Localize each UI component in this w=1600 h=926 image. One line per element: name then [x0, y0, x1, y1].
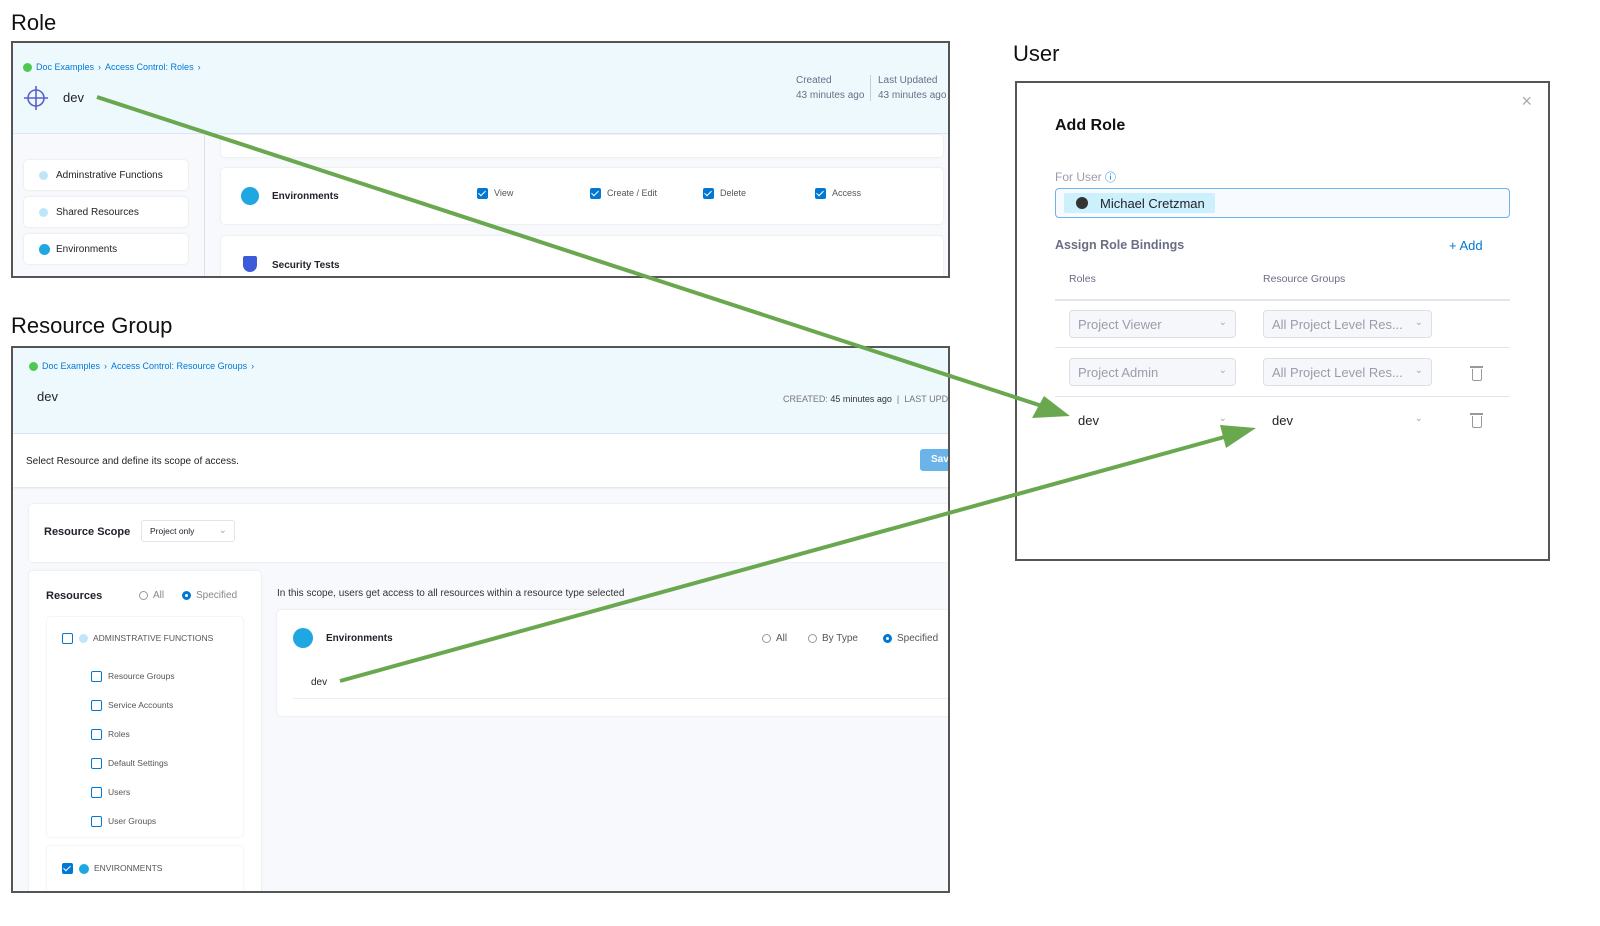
breadcrumb-link[interactable]: Doc Examples [36, 62, 95, 72]
page-title: dev [37, 389, 58, 404]
project-icon [23, 62, 32, 72]
user-groups-checkbox[interactable]: User Groups [91, 807, 175, 836]
for-user-label: For User ⓘ [1055, 170, 1117, 184]
crosshair-icon [24, 86, 48, 110]
resource-group-select[interactable]: dev⌄ [1263, 406, 1432, 434]
sidebar-item-shared-resources[interactable]: Shared Resources [24, 197, 188, 227]
created-info: CREATED: 45 minutes ago | LAST UPD [783, 394, 949, 404]
resource-scope-label: Resource Scope [44, 526, 131, 538]
environments-icon [293, 628, 313, 648]
roles-checkbox[interactable]: Roles [91, 720, 175, 749]
save-button[interactable]: Sav [920, 449, 948, 471]
assign-bindings-label: Assign Role Bindings [1055, 238, 1185, 252]
breadcrumb: Doc Examples› Access Control: Roles› [23, 62, 201, 72]
environments-card: Environments All By Type Specified dev [277, 610, 948, 716]
environment-item[interactable]: dev [311, 677, 328, 688]
resource-group-section-label: Resource Group [11, 313, 173, 338]
environments-permissions-row: Environments View Create / Edit Delete A… [221, 168, 943, 224]
security-tests-row: Security Tests [221, 236, 943, 276]
resources-specified-radio[interactable]: Specified [182, 590, 237, 601]
scope-note: In this scope, users get access to all r… [277, 588, 625, 599]
breadcrumb-link[interactable]: Access Control: Resource Groups [111, 361, 248, 371]
users-checkbox[interactable]: Users [91, 778, 175, 807]
trash-icon[interactable] [1470, 413, 1483, 428]
project-icon [29, 361, 38, 371]
add-role-dialog: × Add Role For User ⓘ Michael Cretzman A… [1015, 81, 1550, 561]
delete-checkbox[interactable]: Delete [703, 188, 746, 200]
user-section-label: User [1013, 41, 1060, 66]
access-checkbox[interactable]: Access [815, 188, 861, 200]
default-settings-checkbox[interactable]: Default Settings [91, 749, 175, 778]
resource-group-select[interactable]: All Project Level Res...⌄ [1263, 358, 1432, 386]
resource-groups-checkbox[interactable]: Resource Groups [91, 662, 175, 691]
role-panel: Doc Examples› Access Control: Roles› dev… [11, 41, 950, 278]
resources-all-radio[interactable]: All [139, 590, 164, 601]
create-edit-checkbox[interactable]: Create / Edit [590, 188, 657, 200]
env-bytype-radio[interactable]: By Type [808, 633, 858, 644]
roles-column-header: Roles [1069, 273, 1096, 285]
role-select[interactable]: Project Admin⌄ [1069, 358, 1236, 386]
avatar [1076, 197, 1088, 209]
resource-group-panel: Doc Examples› Access Control: Resource G… [11, 346, 950, 893]
service-accounts-checkbox[interactable]: Service Accounts [91, 691, 175, 720]
user-chip[interactable]: Michael Cretzman [1064, 193, 1215, 213]
environments-checkbox[interactable]: ENVIRONMENTS [62, 863, 162, 875]
resource-group-select[interactable]: All Project Level Res...⌄ [1263, 310, 1432, 338]
role-section-label: Role [11, 10, 57, 35]
info-icon: ⓘ [1105, 172, 1117, 184]
shield-icon [243, 256, 257, 272]
resource-groups-column-header: Resource Groups [1263, 273, 1346, 285]
dialog-title: Add Role [1055, 117, 1126, 134]
breadcrumb-link[interactable]: Doc Examples [42, 361, 101, 371]
sidebar-item-administrative[interactable]: Adminstrative Functions [24, 160, 188, 190]
env-all-radio[interactable]: All [762, 633, 787, 644]
close-icon[interactable]: × [1521, 91, 1532, 111]
admin-functions-checkbox[interactable]: ADMINSTRATIVE FUNCTIONS [62, 633, 213, 645]
resource-scope-select[interactable]: Project only⌄ [141, 520, 235, 542]
view-checkbox[interactable]: View [477, 188, 513, 200]
trash-icon[interactable] [1470, 366, 1483, 381]
breadcrumb: Doc Examples› Access Control: Resource G… [29, 361, 254, 371]
sidebar-item-environments[interactable]: Environments [24, 234, 188, 264]
instruction-text: Select Resource and define its scope of … [26, 456, 239, 467]
breadcrumb-link[interactable]: Access Control: Roles [105, 62, 194, 72]
add-binding-button[interactable]: + Add [1449, 238, 1483, 253]
user-input[interactable]: Michael Cretzman [1055, 188, 1510, 218]
env-specified-radio[interactable]: Specified [883, 633, 938, 644]
environments-icon [241, 187, 259, 205]
role-select[interactable]: dev⌄ [1069, 406, 1236, 434]
role-select[interactable]: Project Viewer⌄ [1069, 310, 1236, 338]
role-header: Doc Examples› Access Control: Roles› dev… [13, 43, 948, 134]
page-title: dev [63, 90, 84, 105]
